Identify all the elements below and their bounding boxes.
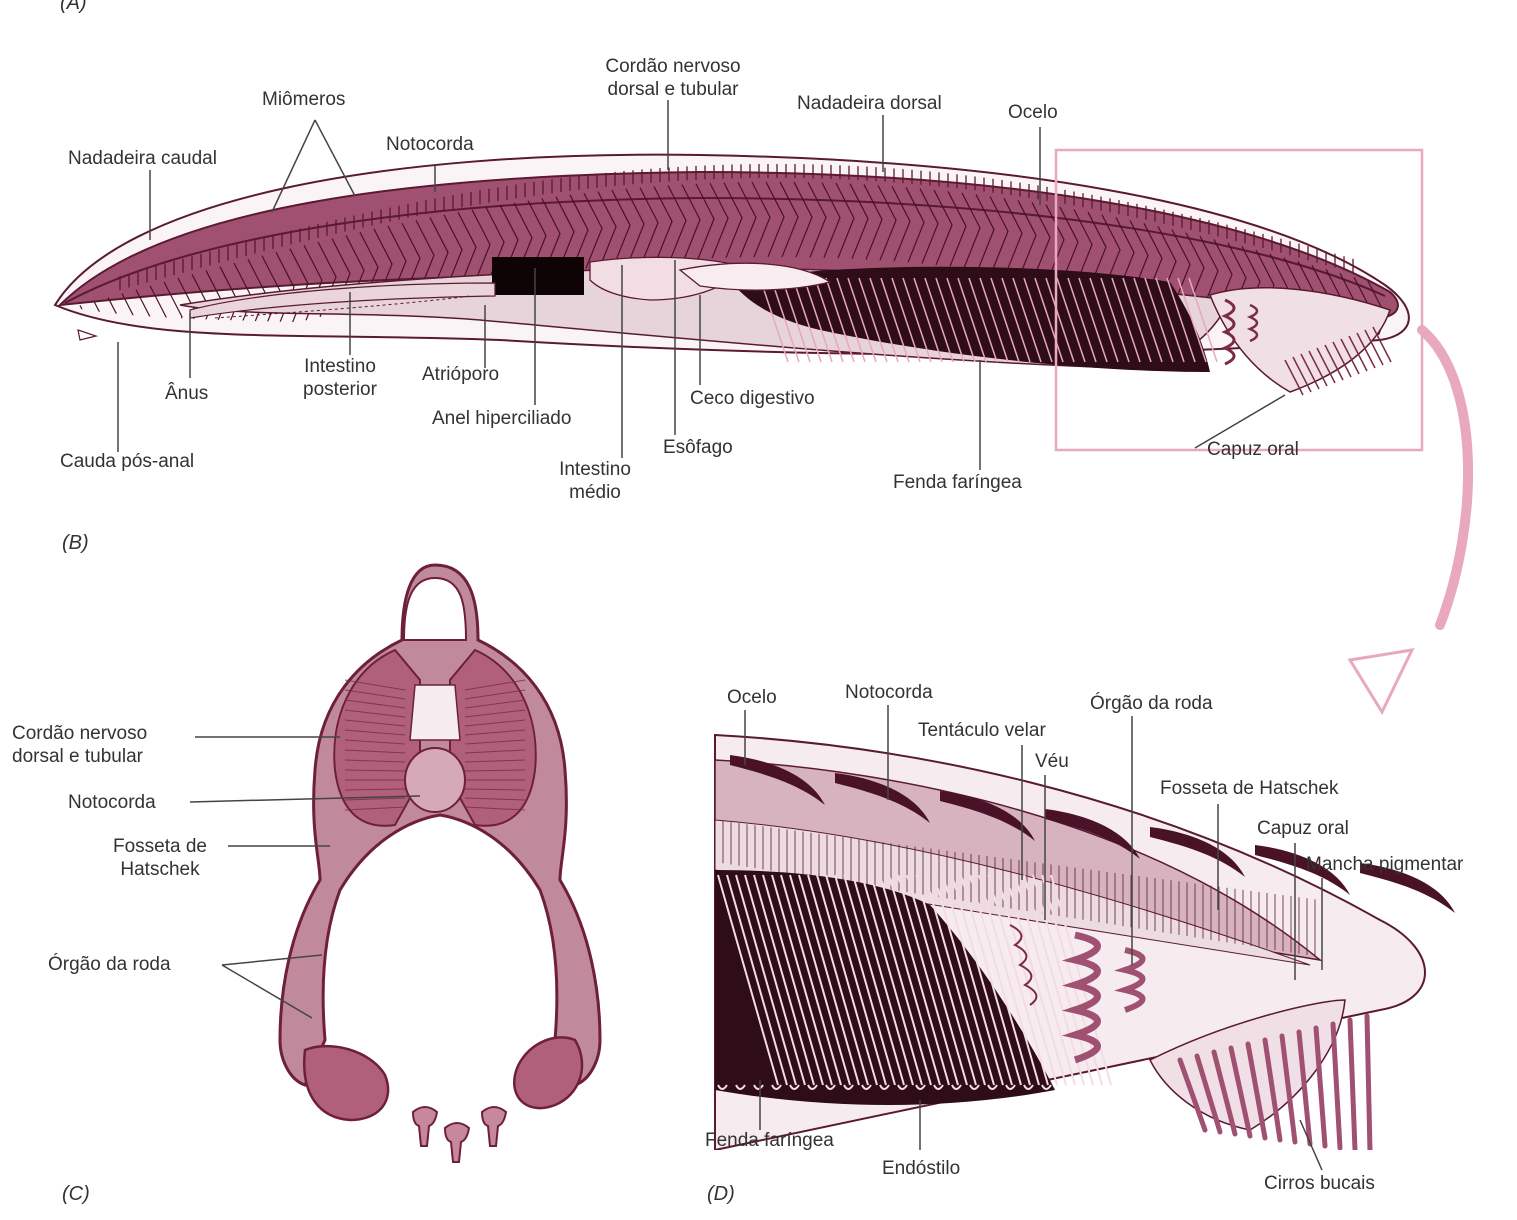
- label-notocorda-b: Notocorda: [386, 133, 474, 156]
- zoom-arrow-head: [1350, 650, 1412, 712]
- label-anel-hiperciliado: Anel hiperciliado: [432, 407, 571, 430]
- label-fenda-faringea-b: Fenda faríngea: [893, 471, 1022, 494]
- label-mancha-pigmentar: Mancha pigmentar: [1306, 853, 1463, 876]
- label-esofago: Esôfago: [663, 436, 733, 459]
- cross-section: [280, 565, 600, 1162]
- label-fosseta-hatschek-d: Fosseta de Hatschek: [1160, 777, 1338, 800]
- label-anus: Ânus: [165, 382, 208, 405]
- buccal-cirrus: [1350, 1020, 1355, 1150]
- label-fosseta-hatschek-c: Fosseta deHatschek: [100, 835, 220, 881]
- panel-c-label: (C): [62, 1183, 90, 1206]
- label-fenda-faringea-d: Fenda faríngea: [705, 1129, 834, 1152]
- label-orgao-roda-d: Órgão da roda: [1090, 692, 1213, 715]
- panel-d-label: (D): [707, 1183, 735, 1206]
- label-capuz-oral-b: Capuz oral: [1207, 438, 1299, 461]
- label-tentaculo-velar: Tentáculo velar: [918, 719, 1046, 742]
- label-endostilo: Endóstilo: [882, 1157, 960, 1180]
- label-atrioporo: Atrióporo: [422, 363, 499, 386]
- label-ocelo-b: Ocelo: [1008, 101, 1058, 124]
- label-notocorda-c: Notocorda: [68, 791, 156, 814]
- panel-b-label: (B): [62, 532, 89, 555]
- label-intestino-posterior: Intestinoposterior: [284, 355, 396, 401]
- label-nadadeira-caudal: Nadadeira caudal: [68, 147, 217, 170]
- lancelet-whole-body: [55, 155, 1409, 395]
- label-miomeros: Miômeros: [262, 88, 345, 111]
- buccal-cirrus: [1367, 1016, 1370, 1152]
- label-orgao-roda-c: Órgão da roda: [48, 953, 171, 976]
- label-capuz-oral-d: Capuz oral: [1257, 817, 1349, 840]
- anterior-detail: [715, 735, 1455, 1152]
- label-nadadeira-dorsal: Nadadeira dorsal: [797, 92, 942, 115]
- label-ocelo-d: Ocelo: [727, 686, 777, 709]
- label-cirros-bucais: Cirros bucais: [1264, 1172, 1375, 1195]
- label-ceco-digestivo: Ceco digestivo: [690, 387, 815, 410]
- label-veu: Véu: [1035, 750, 1069, 773]
- label-notocorda-d: Notocorda: [845, 681, 933, 704]
- label-cauda-pos-anal: Cauda pós-anal: [60, 450, 194, 473]
- buccal-cirrus: [1333, 1024, 1340, 1148]
- zoom-arrow-shaft: [1422, 330, 1468, 625]
- panel-a-label: (A): [60, 0, 87, 15]
